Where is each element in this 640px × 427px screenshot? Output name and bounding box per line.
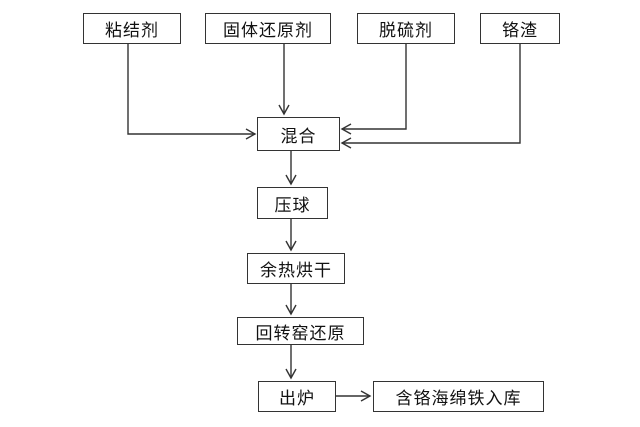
box-solid-reductant: 固体还原剂 — [205, 13, 331, 44]
box-kiln: 回转窑还原 — [237, 317, 364, 345]
box-mix-label: 混合 — [280, 126, 317, 147]
box-kiln-label: 回转窑还原 — [255, 323, 346, 344]
box-dry: 余热烘干 — [247, 253, 345, 284]
box-pelletize-label: 压球 — [274, 195, 311, 216]
box-chromium-slag: 铬渣 — [480, 13, 560, 44]
box-mix: 混合 — [257, 117, 340, 151]
box-discharge: 出炉 — [258, 381, 336, 412]
box-solid-reductant-label: 固体还原剂 — [223, 21, 313, 41]
box-desulfurizer: 脱硫剂 — [357, 13, 455, 44]
box-binder: 粘结剂 — [83, 13, 181, 44]
box-chromium-slag-label: 铬渣 — [502, 21, 538, 41]
box-pelletize: 压球 — [257, 187, 328, 219]
arrow-desulfurizer-to-mix — [340, 44, 407, 135]
box-dry-label: 余热烘干 — [260, 261, 332, 281]
box-binder-label: 粘结剂 — [105, 21, 159, 41]
box-desulfurizer-label: 脱硫剂 — [379, 21, 433, 41]
box-discharge-label: 出炉 — [279, 389, 315, 409]
arrow-slag-to-mix — [340, 44, 521, 149]
arrow-binder-to-mix — [127, 44, 257, 140]
box-product: 含铬海绵铁入库 — [373, 381, 544, 412]
box-product-label: 含铬海绵铁入库 — [395, 389, 522, 409]
